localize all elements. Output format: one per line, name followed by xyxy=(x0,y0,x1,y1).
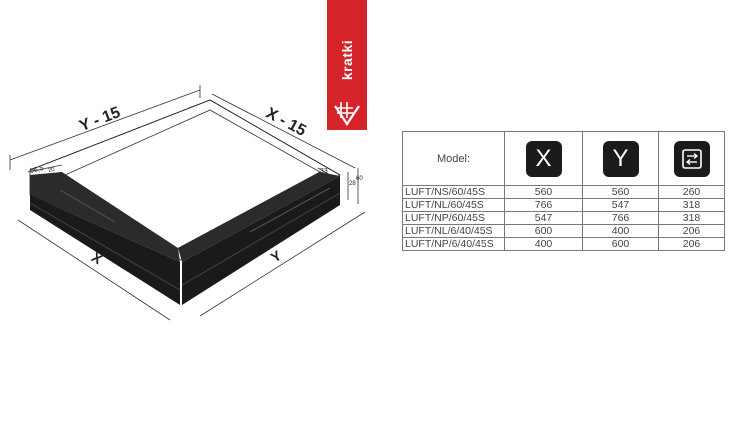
model-cell: LUFT/NP/6/40/45S xyxy=(402,237,505,251)
model-header: Model: xyxy=(402,131,505,186)
brand-mark-icon xyxy=(334,102,360,126)
y-cell: 400 xyxy=(582,224,659,238)
vent-flow-icon xyxy=(673,140,710,177)
y-cell: 547 xyxy=(582,198,659,212)
table-row: LUFT/NL/6/40/45S 600 400 206 xyxy=(402,224,725,238)
vent-cell: 206 xyxy=(658,237,725,251)
grille-body xyxy=(29,99,341,305)
model-cell: LUFT/NP/60/45S xyxy=(402,211,505,225)
col-x-header: X xyxy=(504,131,583,186)
table-row: LUFT/NL/60/45S 766 547 318 xyxy=(402,198,725,212)
x-cell: 600 xyxy=(504,224,583,238)
letter-x-icon: X xyxy=(525,140,562,177)
y-cell: 600 xyxy=(582,237,659,251)
dim-bottom-right-label: Y xyxy=(268,247,285,266)
table-row: LUFT/NP/6/40/45S 400 600 206 xyxy=(402,237,725,251)
vent-cell: 318 xyxy=(658,211,725,225)
dim-96-5-label: 96,5 xyxy=(29,165,44,175)
vent-cell: 206 xyxy=(658,224,725,238)
x-cell: 547 xyxy=(504,211,583,225)
table-row: LUFT/NS/60/45S 560 560 260 xyxy=(402,185,725,199)
dim-33-label: 33 xyxy=(320,168,328,175)
dim-60-label: 60 xyxy=(356,176,363,182)
spec-table: Model: X Y LUFT/NS/60/45S 560 560 260 L xyxy=(402,131,725,251)
dimension-lines xyxy=(9,85,366,321)
model-cell: LUFT/NL/60/45S xyxy=(402,198,505,212)
dim-top-left-label: Y - 15 xyxy=(77,104,123,135)
y-cell: 560 xyxy=(582,185,659,199)
x-cell: 766 xyxy=(504,198,583,212)
x-cell: 400 xyxy=(504,237,583,251)
dim-20-label: 20 xyxy=(48,167,57,175)
dim-28-label: 28 xyxy=(349,181,356,187)
model-cell: LUFT/NL/6/40/45S xyxy=(402,224,505,238)
letter-y-icon: Y xyxy=(602,140,639,177)
col-vent-header xyxy=(658,131,725,186)
dim-bottom-left-label: X xyxy=(89,249,106,268)
model-cell: LUFT/NS/60/45S xyxy=(402,185,505,199)
brand-logo-tab: kratki xyxy=(327,0,367,130)
table-header-row: Model: X Y xyxy=(402,131,725,186)
x-cell: 560 xyxy=(504,185,583,199)
col-y-header: Y xyxy=(582,131,659,186)
table-row: LUFT/NP/60/45S 547 766 318 xyxy=(402,211,725,225)
vent-cell: 318 xyxy=(658,198,725,212)
vent-cell: 260 xyxy=(658,185,725,199)
corner-grille-drawing: Y - 15 X - 15 X Y 96,5 20 33 28 60 xyxy=(9,85,366,321)
y-cell: 766 xyxy=(582,211,659,225)
